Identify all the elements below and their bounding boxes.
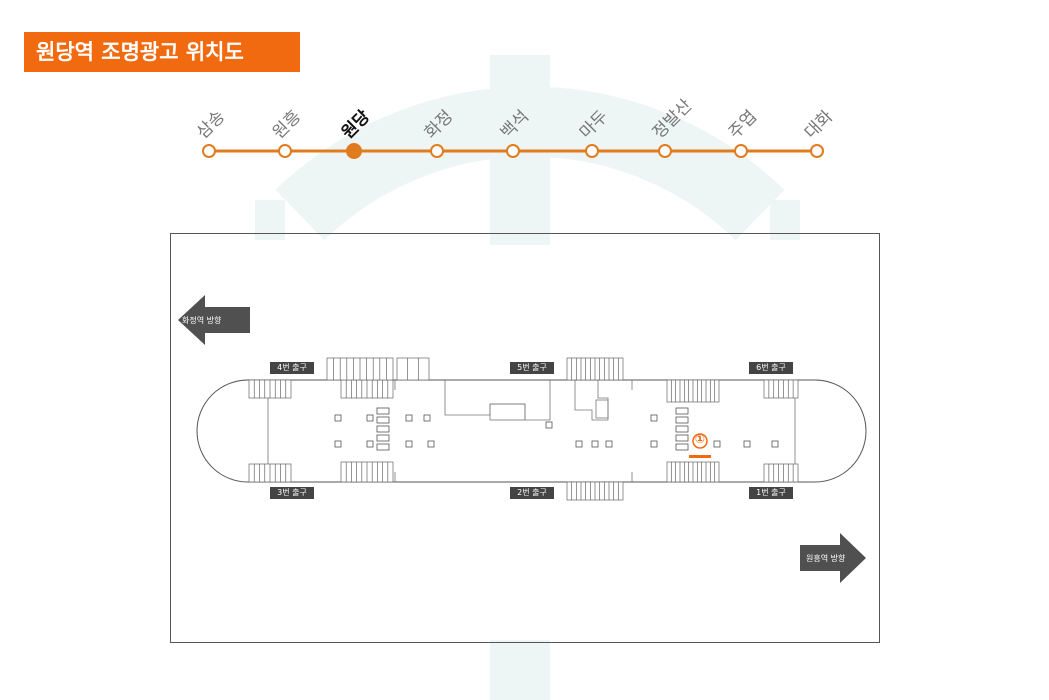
station-dot-4 (430, 144, 444, 158)
exit-2-label: 2번 출구 (510, 487, 554, 499)
exit-3-label: 3번 출구 (270, 487, 314, 499)
ad-marker-number: ① (694, 432, 706, 446)
exit-6-label: 6번 출구 (749, 362, 793, 374)
right-arrow-icon (800, 533, 866, 583)
exit-5-label: 5번 출구 (510, 362, 554, 374)
map-frame (170, 233, 880, 643)
subway-line (202, 143, 824, 159)
exit-1-label: 1번 출구 (749, 487, 793, 499)
station-dot-8 (734, 144, 748, 158)
left-arrow-icon (178, 295, 250, 345)
station-dot-5 (506, 144, 520, 158)
page-title: 원당역 조명광고 위치도 (24, 32, 300, 72)
exit-4-label: 4번 출구 (270, 362, 314, 374)
station-dot-9 (810, 144, 824, 158)
direction-right-label: 원흥역 방향 (806, 554, 846, 563)
station-dot-3 (346, 143, 362, 159)
station-dot-7 (658, 144, 672, 158)
ad-location-bar (689, 455, 711, 458)
direction-left-label: 화정역 방향 (182, 316, 222, 325)
station-dot-6 (585, 144, 599, 158)
station-dot-2 (278, 144, 292, 158)
station-dot-1 (202, 144, 216, 158)
